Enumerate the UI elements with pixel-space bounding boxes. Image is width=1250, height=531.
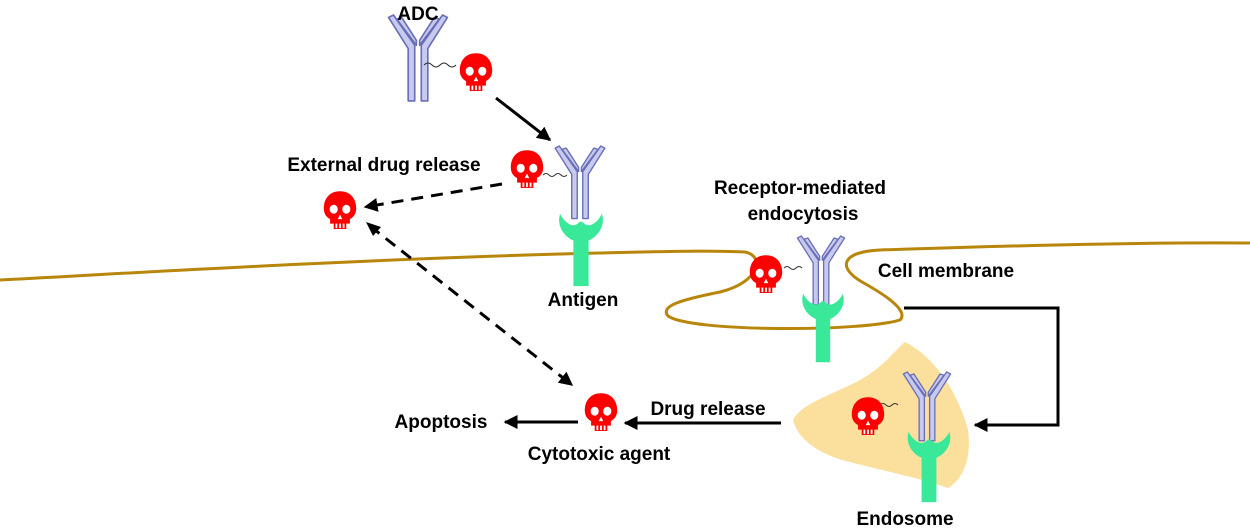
label-apoptosis: Apoptosis xyxy=(395,412,488,433)
adc-bound-antigen xyxy=(510,145,606,287)
binding-arrow xyxy=(495,96,552,142)
adc-internalized xyxy=(749,235,846,363)
drug-diffusion-arrow xyxy=(369,224,574,387)
label-drug-release: Drug release xyxy=(650,399,765,420)
adc-antibody-top xyxy=(387,14,493,102)
external-release-arrow xyxy=(363,182,503,212)
cell-membrane-line xyxy=(0,241,1250,331)
internalization-arrow xyxy=(904,306,1060,432)
cytotoxic-agent-skull-icon xyxy=(584,393,618,431)
label-external-drug-release: External drug release xyxy=(287,155,480,176)
free-drug-skull-icon xyxy=(323,191,357,229)
label-antigen: Antigen xyxy=(548,290,619,311)
label-cytotoxic-agent: Cytotoxic agent xyxy=(528,444,671,465)
label-cell-membrane: Cell membrane xyxy=(878,261,1014,282)
label-receptor-mediated: Receptor-mediated xyxy=(714,178,886,199)
label-endosome: Endosome xyxy=(856,509,953,530)
label-endocytosis: endocytosis xyxy=(748,204,859,225)
label-adc: ADC xyxy=(397,4,438,25)
adc-in-endosome xyxy=(851,371,952,503)
